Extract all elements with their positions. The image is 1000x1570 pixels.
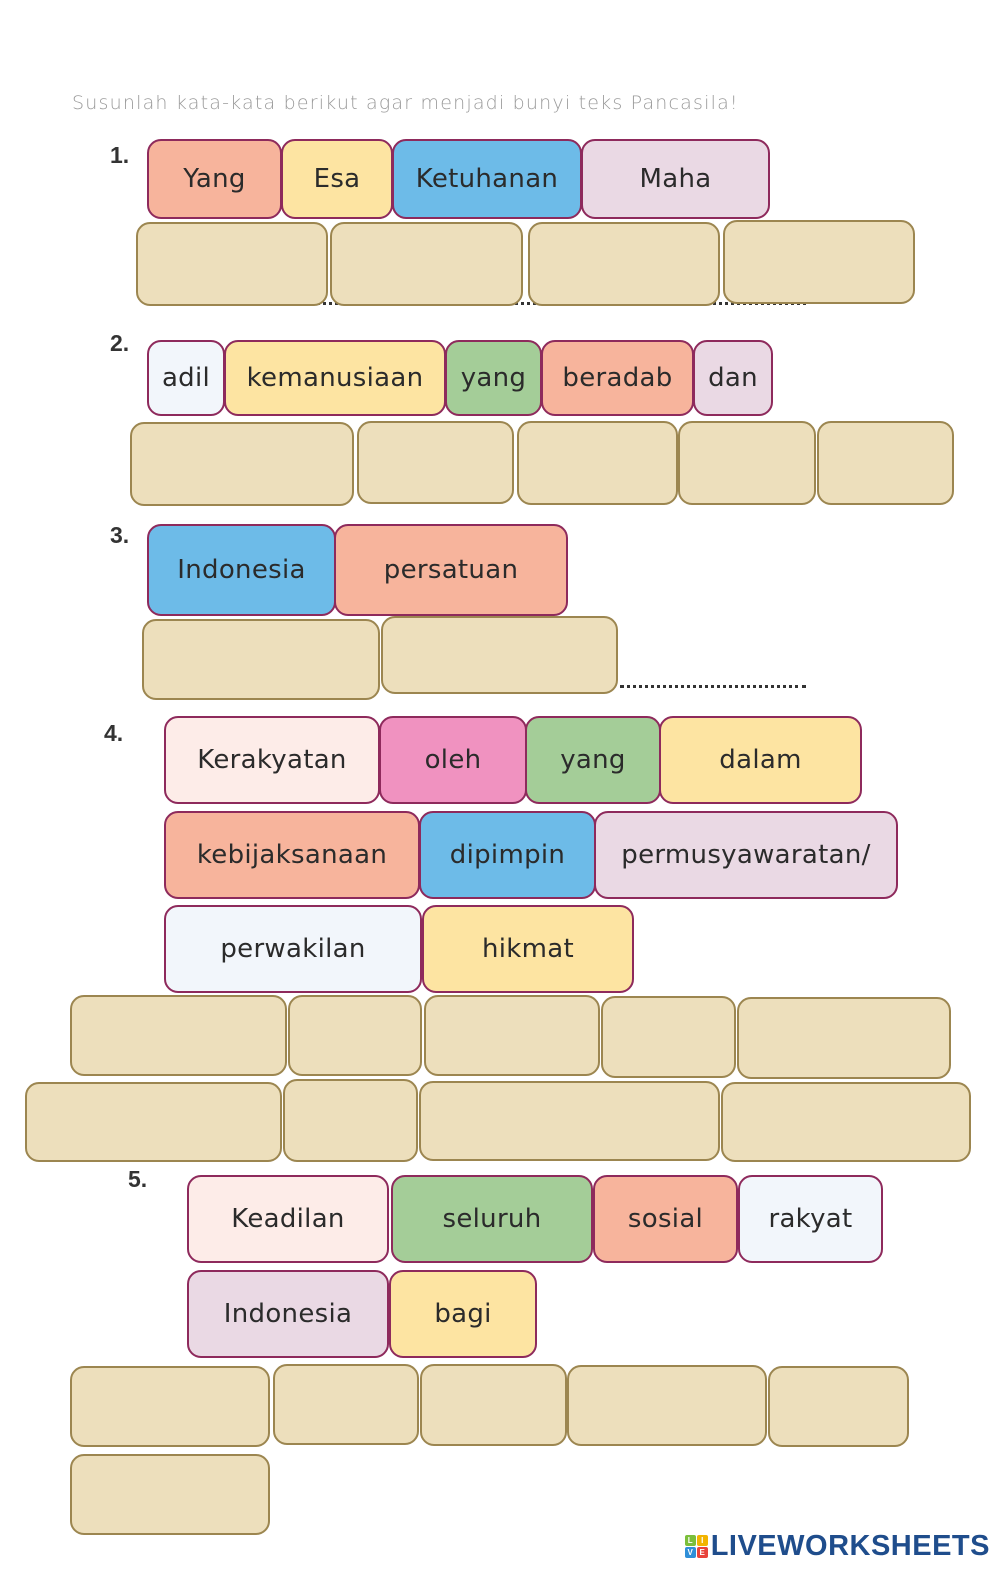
- drop-slot[interactable]: [737, 997, 951, 1079]
- drop-slot[interactable]: [130, 422, 354, 506]
- drop-slot[interactable]: [723, 220, 915, 304]
- word-tile-keadilan[interactable]: Keadilan: [187, 1175, 389, 1263]
- drop-slot[interactable]: [517, 421, 678, 505]
- logo-text: LIVEWORKSHEETS: [710, 1530, 990, 1562]
- drop-slot[interactable]: [420, 1364, 567, 1446]
- liveworksheets-logo: L I V E LIVEWORKSHEETS: [684, 1530, 990, 1563]
- question-number-1: 1.: [110, 142, 130, 168]
- drop-slot[interactable]: [721, 1082, 971, 1162]
- drop-slot[interactable]: [70, 995, 287, 1076]
- word-tile-hikmat[interactable]: hikmat: [422, 905, 634, 993]
- word-tile-ketuhanan[interactable]: Ketuhanan: [392, 139, 582, 219]
- word-tile-adil[interactable]: adil: [147, 340, 225, 416]
- drop-slot[interactable]: [330, 222, 523, 306]
- word-tile-kebijaksanaan[interactable]: kebijaksanaan: [164, 811, 420, 899]
- question-number-2: 2.: [110, 330, 130, 356]
- word-tile-esa[interactable]: Esa: [281, 139, 393, 219]
- word-tile-oleh[interactable]: oleh: [379, 716, 527, 804]
- word-tile-beradab[interactable]: beradab: [541, 340, 694, 416]
- word-tile-yang[interactable]: Yang: [147, 139, 282, 219]
- drop-slot[interactable]: [70, 1366, 270, 1447]
- drop-slot[interactable]: [424, 995, 600, 1076]
- drop-slot[interactable]: [70, 1454, 270, 1535]
- drop-slot[interactable]: [419, 1081, 720, 1161]
- word-tile-bagi[interactable]: bagi: [389, 1270, 537, 1358]
- live-badge-icon: L I V E: [684, 1535, 708, 1558]
- drop-slot[interactable]: [142, 619, 380, 700]
- question-number-4: 4.: [104, 720, 124, 746]
- drop-slot[interactable]: [283, 1079, 418, 1162]
- word-tile-kerakyatan[interactable]: Kerakyatan: [164, 716, 380, 804]
- drop-slot[interactable]: [381, 616, 618, 694]
- word-tile-maha[interactable]: Maha: [581, 139, 770, 219]
- word-tile-indonesia[interactable]: Indonesia: [187, 1270, 389, 1358]
- word-tile-dipimpin[interactable]: dipimpin: [419, 811, 596, 899]
- instruction-text: Susunlah kata-kata berikut agar menjadi …: [72, 92, 739, 114]
- question-number-3: 3.: [110, 522, 130, 548]
- drop-slot[interactable]: [768, 1366, 909, 1447]
- drop-slot[interactable]: [357, 421, 514, 504]
- drop-slot[interactable]: [25, 1082, 282, 1162]
- drop-slot[interactable]: [136, 222, 328, 306]
- word-tile-persatuan[interactable]: persatuan: [334, 524, 568, 616]
- word-tile-indonesia[interactable]: Indonesia: [147, 524, 336, 616]
- word-tile-rakyat[interactable]: rakyat: [738, 1175, 883, 1263]
- drop-slot[interactable]: [528, 222, 720, 306]
- word-tile-kemanusiaan[interactable]: kemanusiaan: [224, 340, 446, 416]
- drop-slot[interactable]: [288, 995, 422, 1076]
- word-tile-perwakilan[interactable]: perwakilan: [164, 905, 422, 993]
- drop-slot[interactable]: [817, 421, 954, 505]
- question-number-5: 5.: [128, 1166, 148, 1192]
- drop-slot[interactable]: [273, 1364, 419, 1445]
- word-tile-yang[interactable]: yang: [525, 716, 661, 804]
- word-tile-dalam[interactable]: dalam: [659, 716, 862, 804]
- word-tile-yang[interactable]: yang: [445, 340, 542, 416]
- drop-slot[interactable]: [678, 421, 816, 505]
- drop-slot[interactable]: [567, 1365, 767, 1446]
- answer-line: [620, 685, 806, 688]
- word-tile-permusyawaratan[interactable]: permusyawaratan/: [594, 811, 898, 899]
- word-tile-dan[interactable]: dan: [693, 340, 773, 416]
- word-tile-sosial[interactable]: sosial: [593, 1175, 738, 1263]
- word-tile-seluruh[interactable]: seluruh: [391, 1175, 593, 1263]
- drop-slot[interactable]: [601, 996, 736, 1078]
